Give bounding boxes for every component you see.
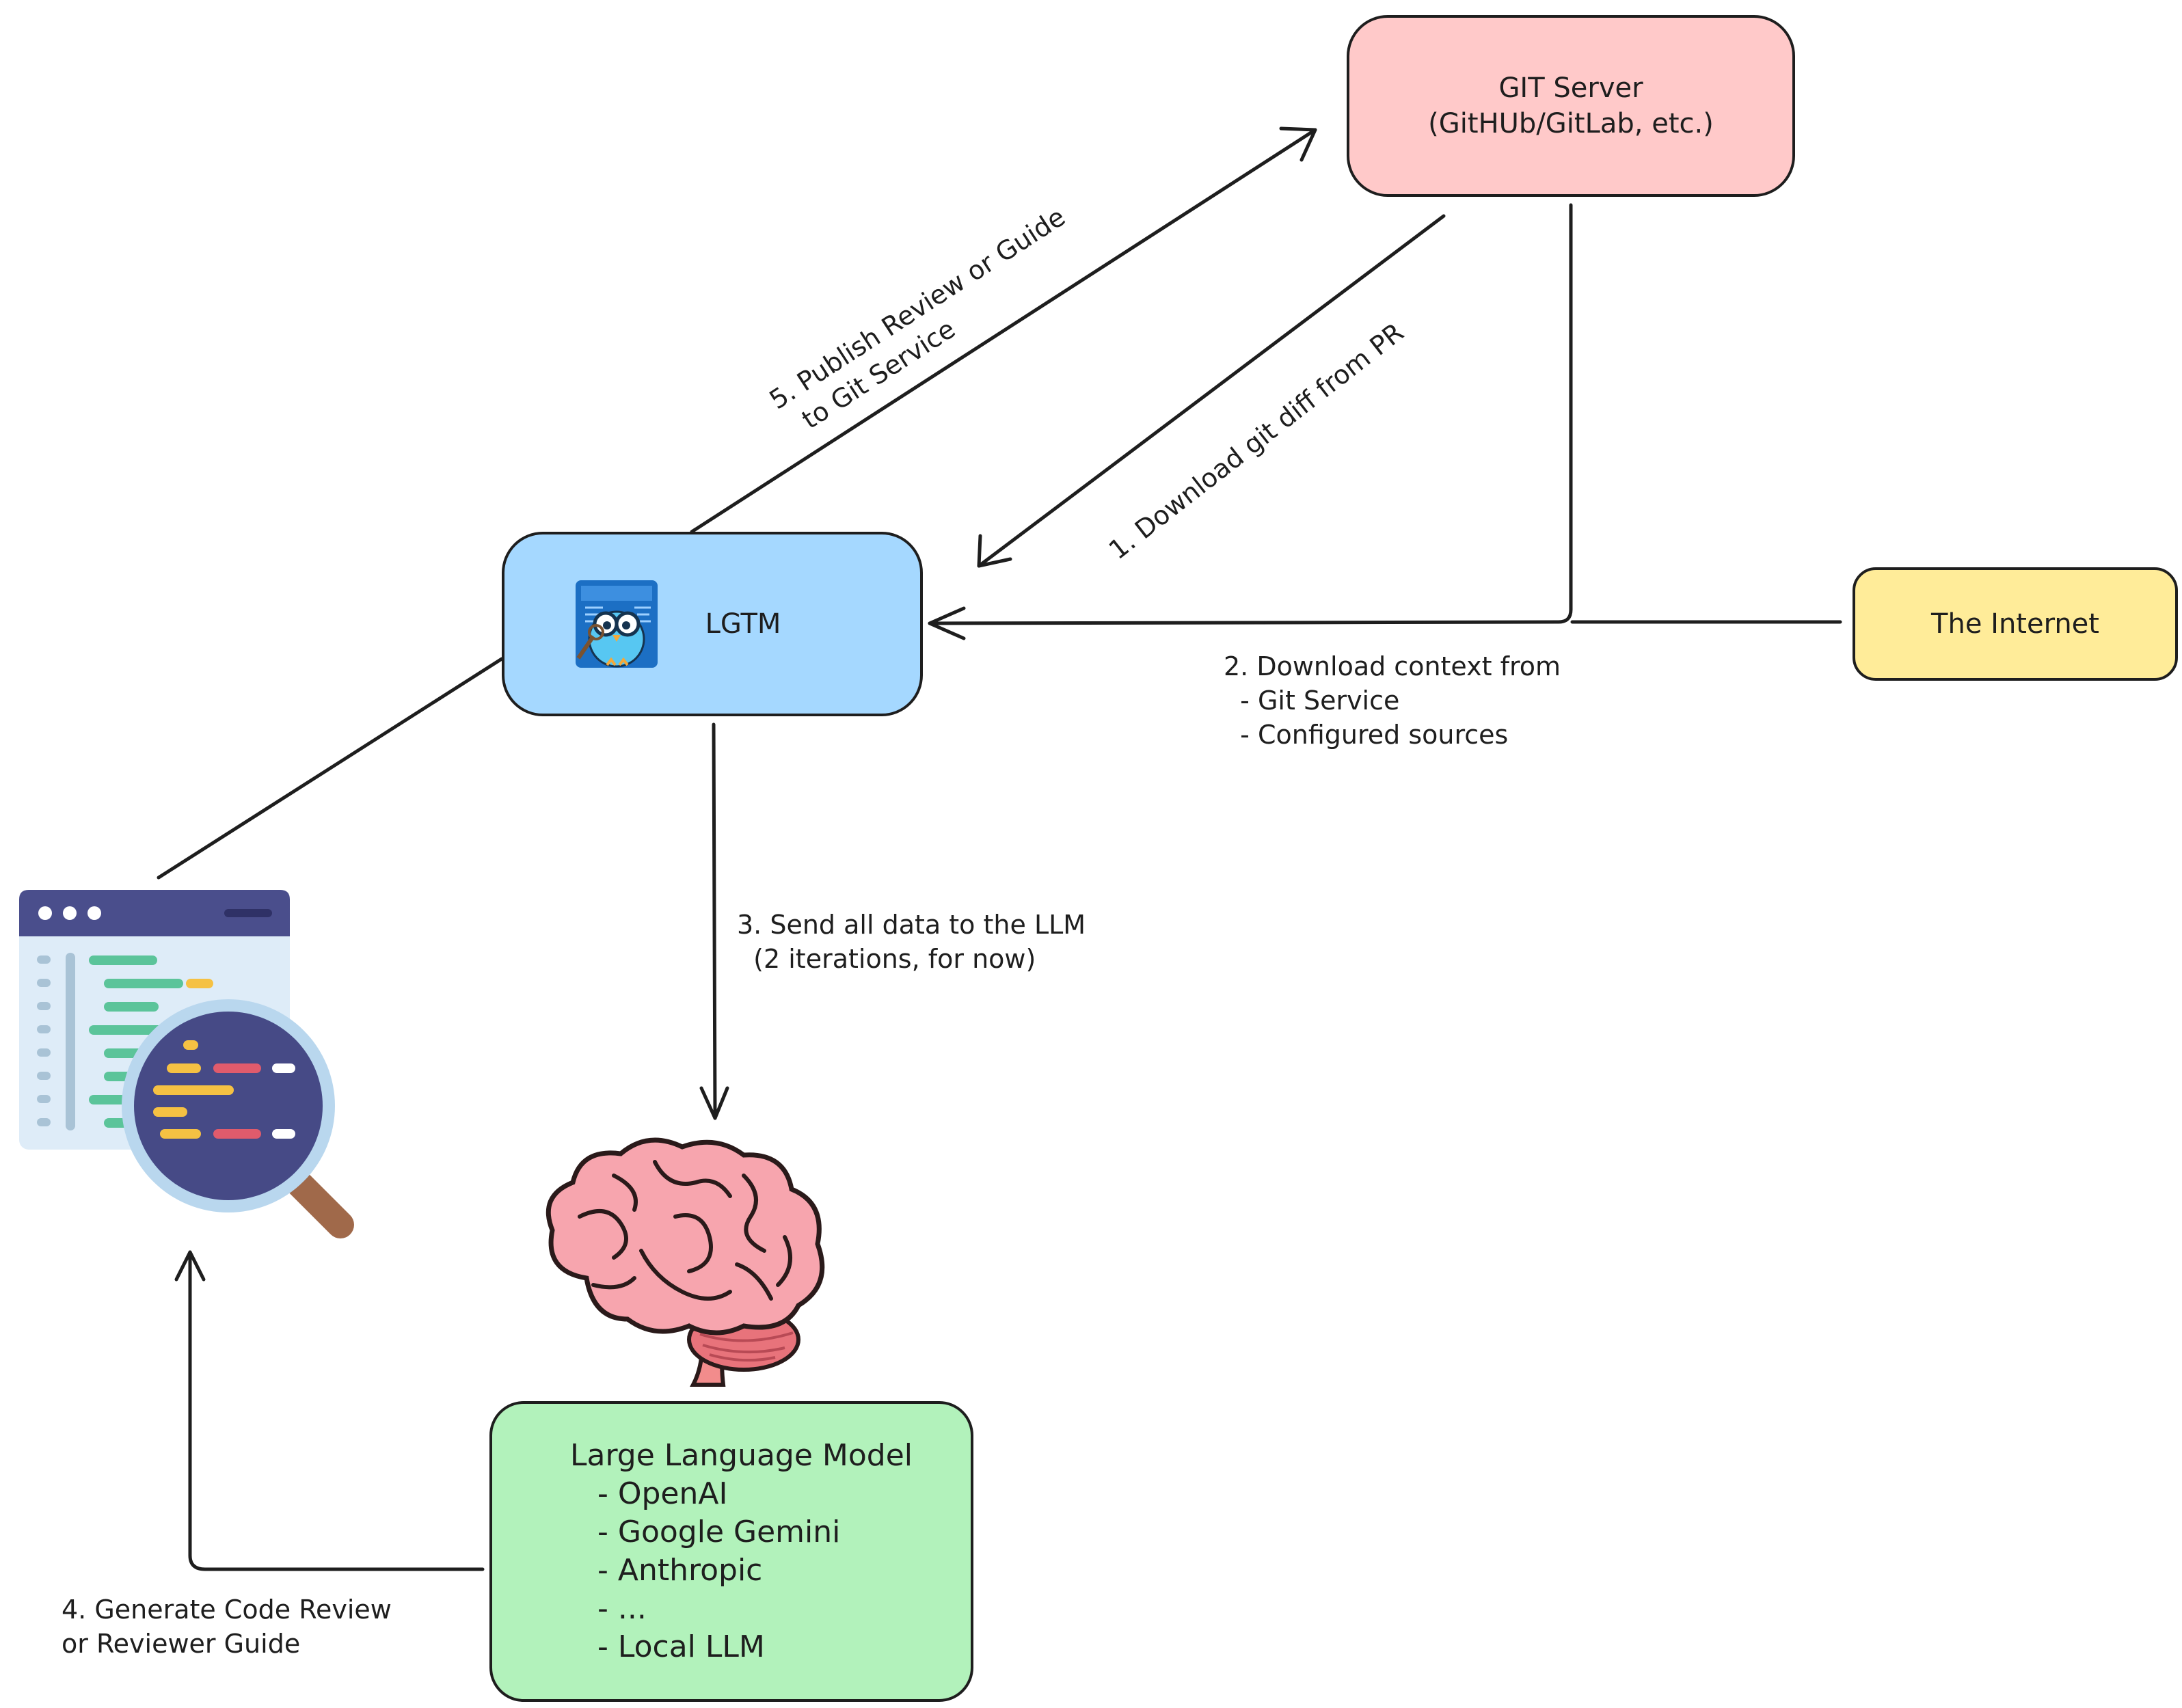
edge-publish-arrowhead: [1279, 126, 1317, 162]
internet-node: The Internet: [1853, 567, 2178, 681]
code-review-magnifier-icon: [19, 890, 354, 1238]
step-2-line-2: - Git Service: [1240, 686, 1400, 716]
edge-generate-review: [188, 1250, 485, 1571]
edge-download-diff: [977, 214, 1446, 568]
llm-node: Large Language Model - OpenAI - Google G…: [489, 1401, 973, 1702]
step-2-line-3: - Configured sources: [1240, 720, 1509, 750]
llm-item-ellipsis: - ...: [597, 1591, 647, 1626]
step-2-label: 2. Download context from - Git Service -…: [1224, 649, 1561, 752]
edge-send-llm-arrowhead: [699, 1086, 729, 1120]
edge-send-llm: [712, 722, 717, 1120]
lgtm-node: LGTM: [502, 532, 923, 716]
edge-publish: [690, 128, 1317, 534]
edge-git-context: [928, 203, 1573, 625]
llm-title: Large Language Model: [570, 1438, 913, 1473]
brain-icon: [546, 1137, 825, 1387]
step-3-line-1: 3. Send all data to the LLM: [737, 910, 1086, 940]
llm-item-anthropic: - Anthropic: [597, 1553, 763, 1588]
edge-download-diff-arrowhead: [977, 534, 1012, 568]
git-server-title: GIT Server: [1498, 72, 1643, 104]
step-3-line-2: (2 iterations, for now): [753, 944, 1036, 974]
edge-generate-review-arrowhead: [174, 1250, 206, 1282]
git-server-subtitle: (GitHUb/GitLab, etc.): [1428, 108, 1714, 139]
step-2-line-1: 2. Download context from: [1224, 651, 1561, 681]
step-4-label: 4. Generate Code Review or Reviewer Guid…: [62, 1592, 392, 1661]
lgtm-label: LGTM: [705, 608, 781, 640]
llm-item-openai: - OpenAI: [597, 1476, 728, 1511]
llm-item-gemini: - Google Gemini: [597, 1515, 841, 1549]
owl-mascot-icon: [575, 580, 658, 668]
git-server-node: GIT Server (GitHUb/GitLab, etc.): [1347, 15, 1795, 197]
llm-item-local: - Local LLM: [597, 1629, 765, 1664]
edge-review-lgtm: [157, 657, 504, 880]
internet-label: The Internet: [1931, 608, 2099, 640]
step-4-line-1: 4. Generate Code Review: [62, 1595, 392, 1625]
step-4-line-2: or Reviewer Guide: [62, 1629, 301, 1659]
edge-context-arrowhead: [928, 606, 966, 640]
step-3-label: 3. Send all data to the LLM (2 iteration…: [737, 908, 1086, 976]
